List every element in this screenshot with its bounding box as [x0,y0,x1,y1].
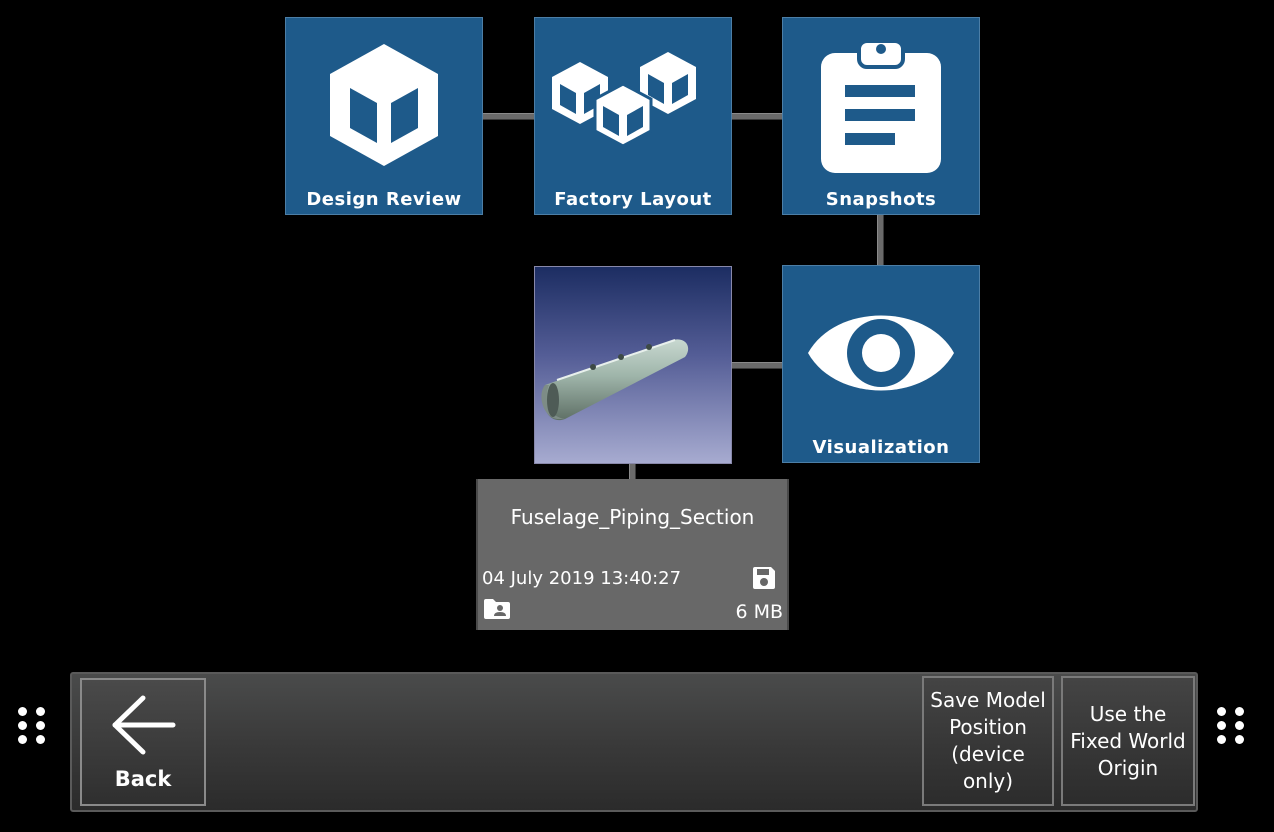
tile-design-review[interactable]: Design Review [285,17,483,215]
model-name: Fuselage_Piping_Section [510,505,755,529]
tile-snapshots[interactable]: Snapshots [782,17,980,215]
connector-model-card [629,464,636,480]
fuselage-model-image [541,339,689,421]
save-model-position-button[interactable]: Save Model Position (device only) [922,676,1054,806]
back-label: Back [114,767,172,791]
cubes-icon [535,40,731,170]
eye-icon [783,288,979,418]
model-size: 6 MB [735,601,783,623]
save-icon[interactable] [751,565,777,595]
save-model-position-label: Save Model Position (device only) [930,688,1046,793]
clipboard-icon [783,39,979,173]
back-button[interactable]: Back [80,678,206,806]
fixed-world-origin-label: Use the Fixed World Origin [1070,701,1186,780]
cube-icon [286,40,482,170]
tile-visualization[interactable]: Visualization [782,265,980,463]
tile-label: Factory Layout [554,189,712,210]
model-thumbnail[interactable] [534,266,732,464]
model-info-card[interactable]: Fuselage_Piping_Section 04 July 2019 13:… [476,479,789,630]
tile-factory-layout[interactable]: Factory Layout [534,17,732,215]
tile-label: Visualization [812,437,950,458]
connector-snapshots-visualization [877,215,884,266]
fixed-world-origin-button[interactable]: Use the Fixed World Origin [1061,676,1195,806]
drag-handle-icon[interactable] [1217,707,1244,744]
arrow-left-icon [109,694,177,761]
tile-label: Design Review [306,189,462,210]
tile-label: Snapshots [825,189,937,210]
connector-design-factory [483,113,535,120]
model-date: 04 July 2019 13:40:27 [482,568,682,589]
connector-model-visualization [731,362,783,369]
drag-handle-icon[interactable] [18,707,45,744]
connector-factory-snapshots [731,113,783,120]
shared-folder-icon [483,598,511,624]
bottom-dock: Back Save Model Position (device only) U… [70,672,1198,812]
